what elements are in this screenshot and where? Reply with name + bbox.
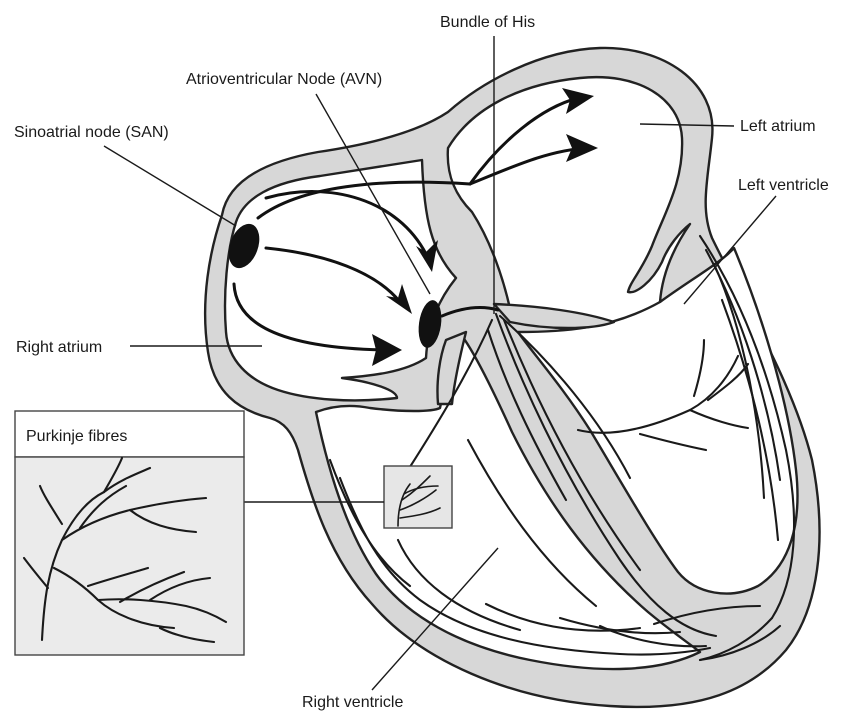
- avn-label: Atrioventricular Node (AVN): [186, 71, 382, 88]
- bundle-of-his-label: Bundle of His: [440, 14, 535, 31]
- purkinje-inset: Purkinje fibres: [15, 411, 244, 655]
- san-label: Sinoatrial node (SAN): [14, 124, 169, 141]
- right-ventricle-label: Right ventricle: [302, 694, 403, 711]
- zoom-region-box: [384, 466, 452, 528]
- inset-fibre-panel: [15, 457, 244, 655]
- left-atrium-label: Left atrium: [740, 118, 816, 135]
- left-ventricle-label: Left ventricle: [738, 177, 829, 194]
- right-atrium-label: Right atrium: [16, 339, 102, 356]
- inset-title: Purkinje fibres: [26, 428, 127, 445]
